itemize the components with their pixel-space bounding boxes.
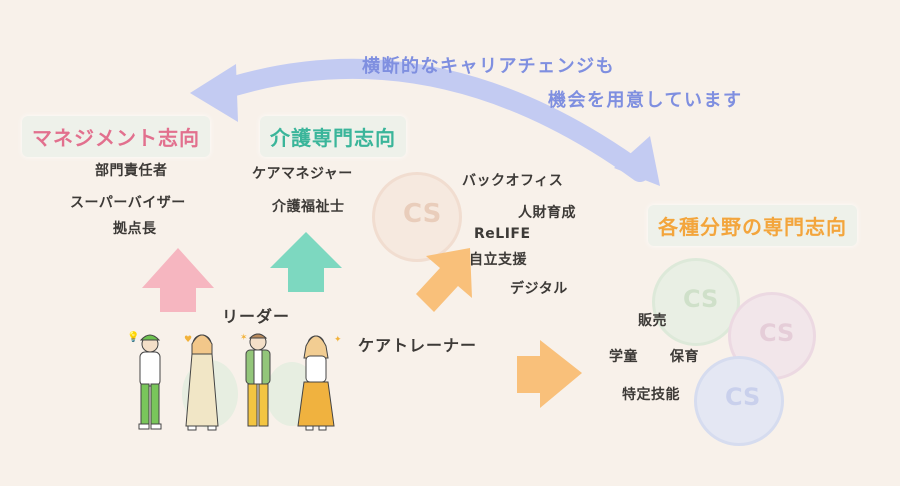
label-care-trainer: ケアトレーナー [358, 336, 478, 355]
role-care-manager: ケアマネジャー [252, 166, 353, 182]
role-branch-manager: 拠点長 [113, 221, 157, 237]
category-management: マネジメント志向 [22, 116, 210, 157]
role-care-worker: 介護福祉士 [272, 199, 345, 215]
label-leader: リーダー [222, 307, 291, 326]
svg-text:✶: ✶ [240, 333, 248, 343]
person-2: ♥ [184, 334, 219, 431]
category-specialist: 各種分野の専門志向 [648, 205, 857, 246]
role-specified-skills: 特定技能 [622, 387, 680, 403]
stamp-logo: CS [372, 172, 462, 262]
role-independence-support: 自立支援 [469, 252, 527, 268]
svg-text:✦: ✦ [334, 335, 342, 345]
pink-up-arrow [142, 248, 214, 312]
headline-line2: 機会を用意しています [548, 90, 743, 111]
orange-right-arrow [517, 340, 582, 408]
teal-up-arrow [270, 232, 342, 292]
role-digital: デジタル [510, 281, 568, 297]
role-childcare: 保育 [670, 349, 699, 365]
svg-text:💡: 💡 [127, 330, 139, 343]
headline-line1: 横断的なキャリアチェンジも [362, 56, 616, 77]
role-supervisor: スーパーバイザー [70, 195, 186, 211]
role-department-head: 部門責任者 [95, 163, 168, 179]
staff-illustration: 💡 ♥ ✶ ✦ [127, 330, 342, 431]
orange-diagonal-arrow [416, 248, 472, 312]
role-back-office: バックオフィス [462, 173, 564, 189]
role-hr-development: 人財育成 [518, 205, 576, 221]
person-1: 💡 [127, 330, 162, 430]
role-relife: ReLIFE [474, 226, 531, 242]
person-4: ✦ [297, 335, 342, 431]
stamp-logo: CS [652, 258, 740, 346]
svg-text:♥: ♥ [184, 335, 192, 345]
role-after-school: 学童 [609, 349, 638, 365]
stamp-logo: CS [694, 356, 784, 446]
category-care: 介護専門志向 [260, 116, 406, 157]
role-sales: 販売 [638, 313, 667, 329]
person-3: ✶ [240, 333, 271, 427]
